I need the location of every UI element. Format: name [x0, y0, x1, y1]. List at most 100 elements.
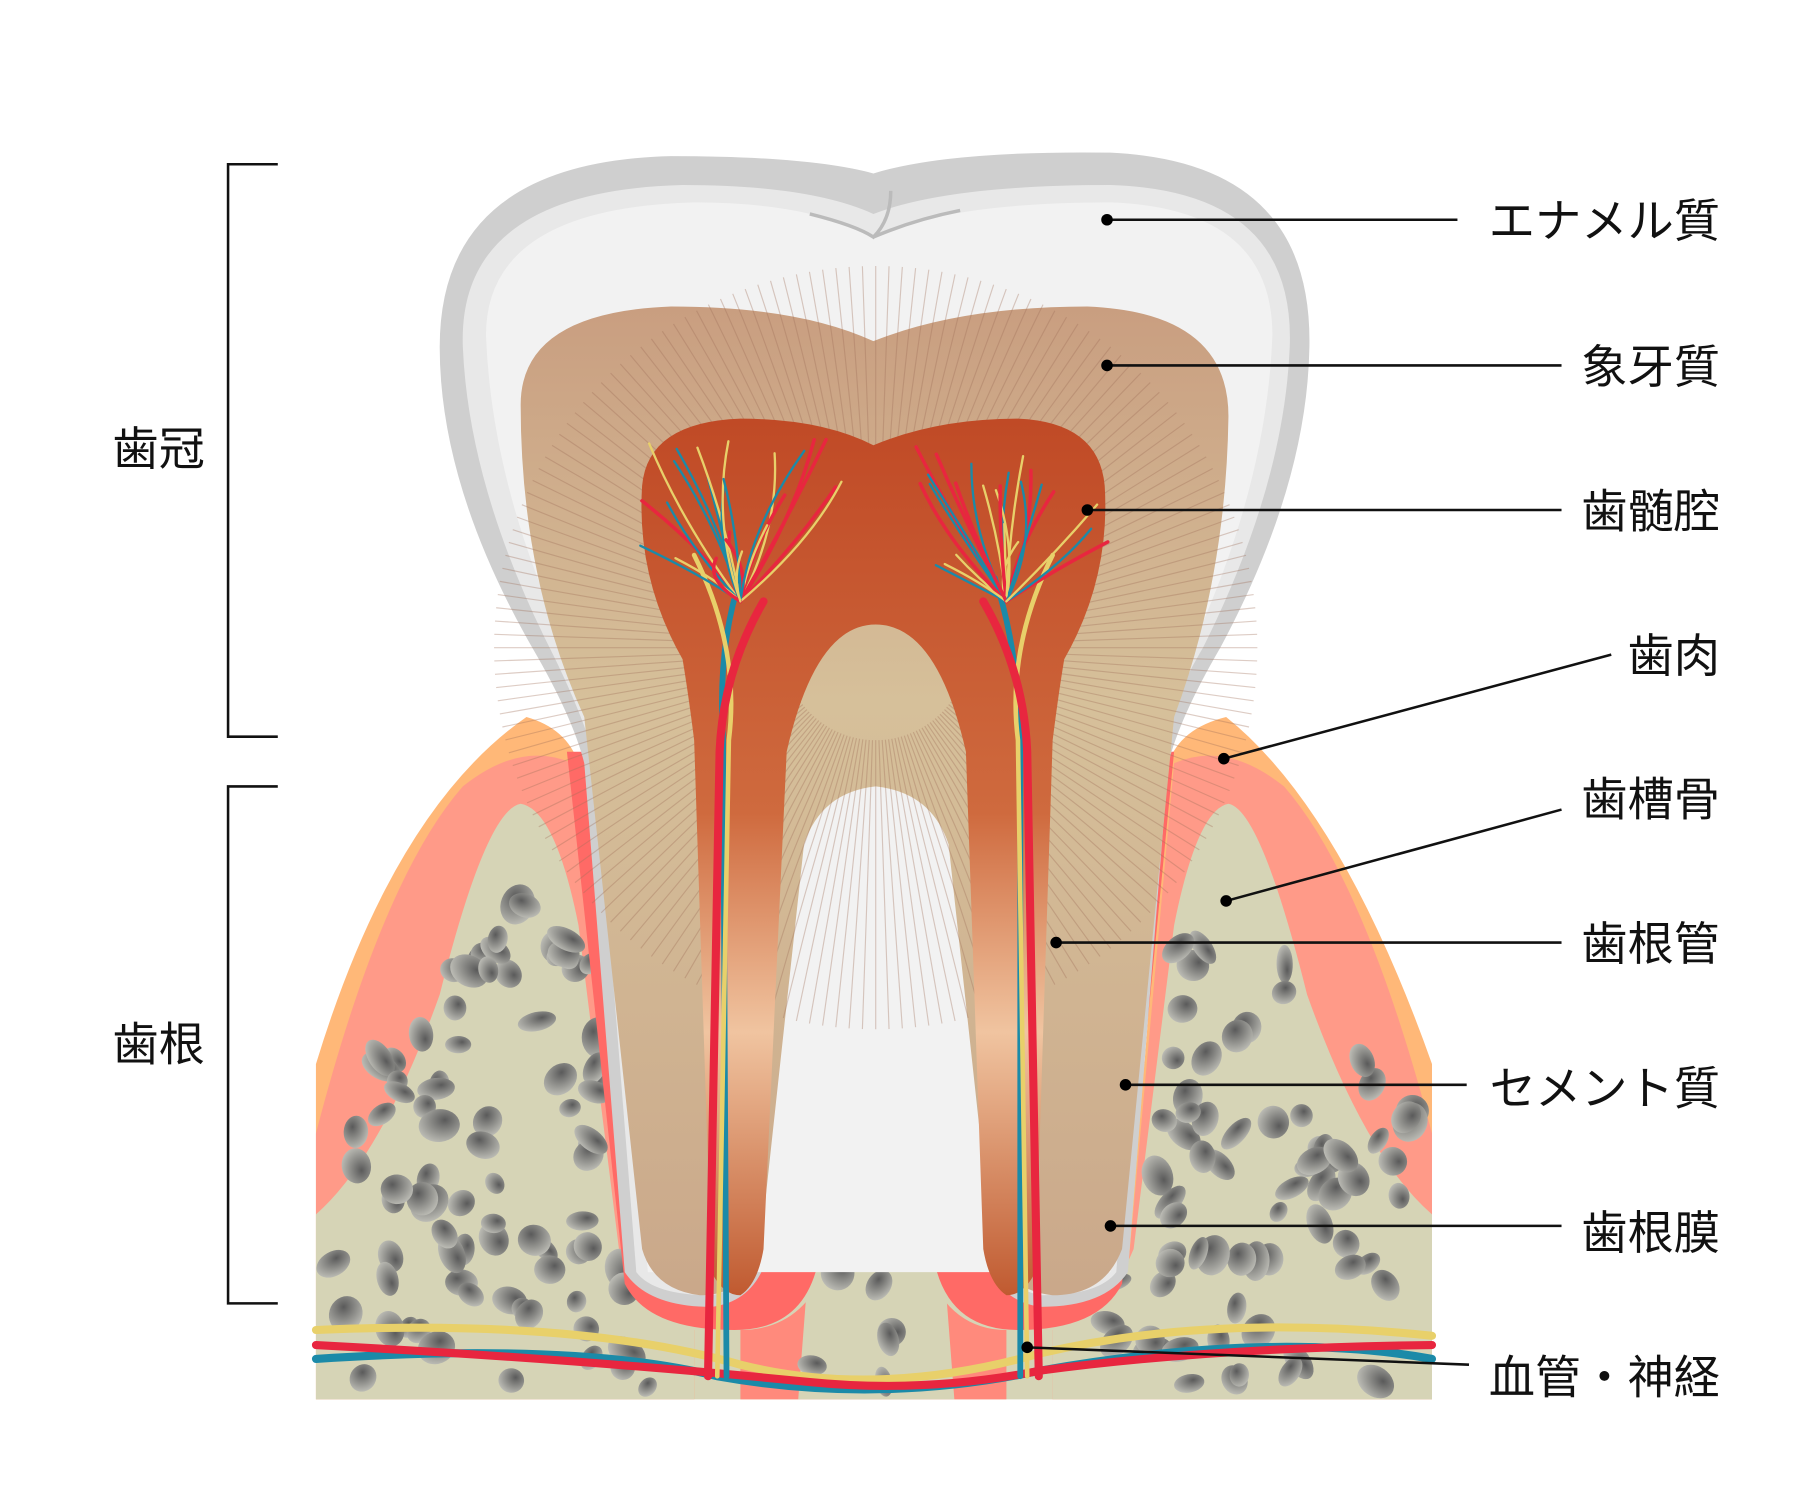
pulp-vessel-branch — [943, 562, 1008, 603]
bone-pore — [517, 1224, 551, 1256]
bone-pore — [408, 1016, 434, 1052]
dentin-tubule — [888, 739, 930, 1026]
bone-pore — [478, 956, 499, 983]
bone-pore — [466, 1131, 500, 1160]
bone-pore — [1227, 1292, 1247, 1324]
bone-pore — [1378, 1147, 1408, 1176]
bone-pore — [534, 1255, 566, 1284]
bone-pore — [1332, 1229, 1360, 1258]
bone-pore — [431, 1219, 458, 1249]
bone-pore — [1141, 1155, 1174, 1196]
bone-pore — [368, 1102, 396, 1127]
dentin-tubule — [822, 739, 864, 1026]
bone-pore — [1151, 1109, 1177, 1132]
fissure-icon — [809, 190, 961, 240]
pulp-vessel-branch — [1005, 527, 1093, 603]
bone-pore — [1221, 1117, 1252, 1150]
pulp-vessel-branch — [711, 556, 743, 604]
dentin-tubule — [861, 740, 874, 1030]
bone-pore — [797, 1355, 827, 1376]
dentin-tubule — [891, 738, 943, 1024]
bone-pore — [443, 995, 467, 1021]
bone-pore — [547, 925, 586, 953]
pulp-chamber — [641, 418, 1106, 1296]
pulp-vessel-branch — [739, 480, 843, 603]
bone-pore — [384, 1081, 415, 1104]
crown-label: 歯冠 — [112, 422, 205, 476]
bone-pore — [1229, 1363, 1250, 1387]
bone-pore — [365, 1039, 395, 1077]
pulp-vessel-branch — [1005, 454, 1025, 603]
bone-pore — [349, 1364, 377, 1392]
label-cementum: セメント質 — [1490, 1061, 1720, 1115]
bone-pore — [376, 1261, 399, 1296]
bone-pore — [472, 1106, 503, 1137]
bone-pore — [1388, 1182, 1410, 1209]
bone-pore — [498, 1368, 525, 1393]
leader-lines — [1021, 213, 1612, 1366]
bone-pore — [1227, 1242, 1257, 1276]
bone-pore — [1191, 1041, 1222, 1076]
bone-pore — [1357, 1364, 1395, 1399]
bone-pore — [1161, 1046, 1185, 1070]
bone-pore — [485, 1172, 505, 1194]
bone-pore — [1174, 1373, 1205, 1393]
bone-pore — [480, 1213, 506, 1234]
bone-pore — [457, 1282, 484, 1307]
vessels-nerves — [311, 437, 1437, 1394]
pulp-vessel-branch — [934, 564, 1008, 603]
bone-pore — [1306, 1204, 1334, 1244]
pulp-vessel-branch — [918, 481, 1009, 604]
bone-pore — [1371, 1269, 1400, 1301]
bone-pore — [566, 1211, 599, 1231]
label-dentin: 象牙質 — [1581, 340, 1720, 394]
bone-pore — [543, 1063, 577, 1096]
bone-pore — [1290, 1104, 1313, 1128]
bone-pore — [1189, 930, 1217, 964]
dentin-tubule — [900, 736, 982, 1015]
pulp-vessel-branch — [998, 484, 1009, 604]
bone-pore — [445, 1036, 472, 1054]
bone-pore — [1296, 1146, 1332, 1176]
bone-pore — [406, 1182, 439, 1216]
bone-pore — [1269, 1202, 1288, 1222]
bone-pore — [1278, 1357, 1303, 1387]
dentin-tubule — [808, 738, 861, 1024]
dentin-tubule — [894, 738, 956, 1022]
pulp-vessel-branch — [666, 501, 742, 603]
bone-pore — [417, 1077, 455, 1101]
bone-pore — [447, 1189, 475, 1217]
pulp-vessel-branch — [1005, 480, 1028, 603]
label-vessels-nerves: 血管・神経 — [1489, 1351, 1720, 1405]
pulp-vessel-branch — [953, 481, 1009, 604]
bone-pore — [1391, 1101, 1422, 1134]
bone-pore — [1155, 1248, 1185, 1278]
pulp-vessel-branch — [722, 477, 742, 603]
bone-pore — [1276, 944, 1293, 984]
bone-pore — [341, 1148, 372, 1184]
pulp-vessel-branch — [738, 437, 828, 604]
dentin-tubule — [848, 739, 870, 1029]
bone-pore — [1221, 1019, 1253, 1053]
bone-pore — [450, 954, 489, 988]
bone-pore — [877, 1322, 900, 1357]
bone-pore — [343, 1115, 369, 1148]
pulp-vessel-branch — [721, 440, 742, 603]
bone-pore — [1275, 1176, 1309, 1200]
bone-pore — [1349, 1043, 1375, 1077]
dentin-tubule — [835, 739, 867, 1028]
bone-pore — [418, 1109, 460, 1143]
root-bracket — [226, 785, 278, 1305]
dentin-tubule — [769, 736, 851, 1015]
bone-pore — [1167, 995, 1198, 1023]
bone-pore — [517, 1011, 557, 1032]
bone-pore — [1149, 1270, 1176, 1298]
bone-pore — [316, 1249, 351, 1278]
crown-bracket — [226, 162, 278, 738]
pulp-vessel-branch — [647, 442, 742, 603]
bone-pore — [573, 1232, 602, 1261]
bone-pore — [1160, 1202, 1188, 1229]
bone-pore — [1162, 933, 1195, 964]
label-enamel: エナメル質 — [1489, 194, 1720, 248]
